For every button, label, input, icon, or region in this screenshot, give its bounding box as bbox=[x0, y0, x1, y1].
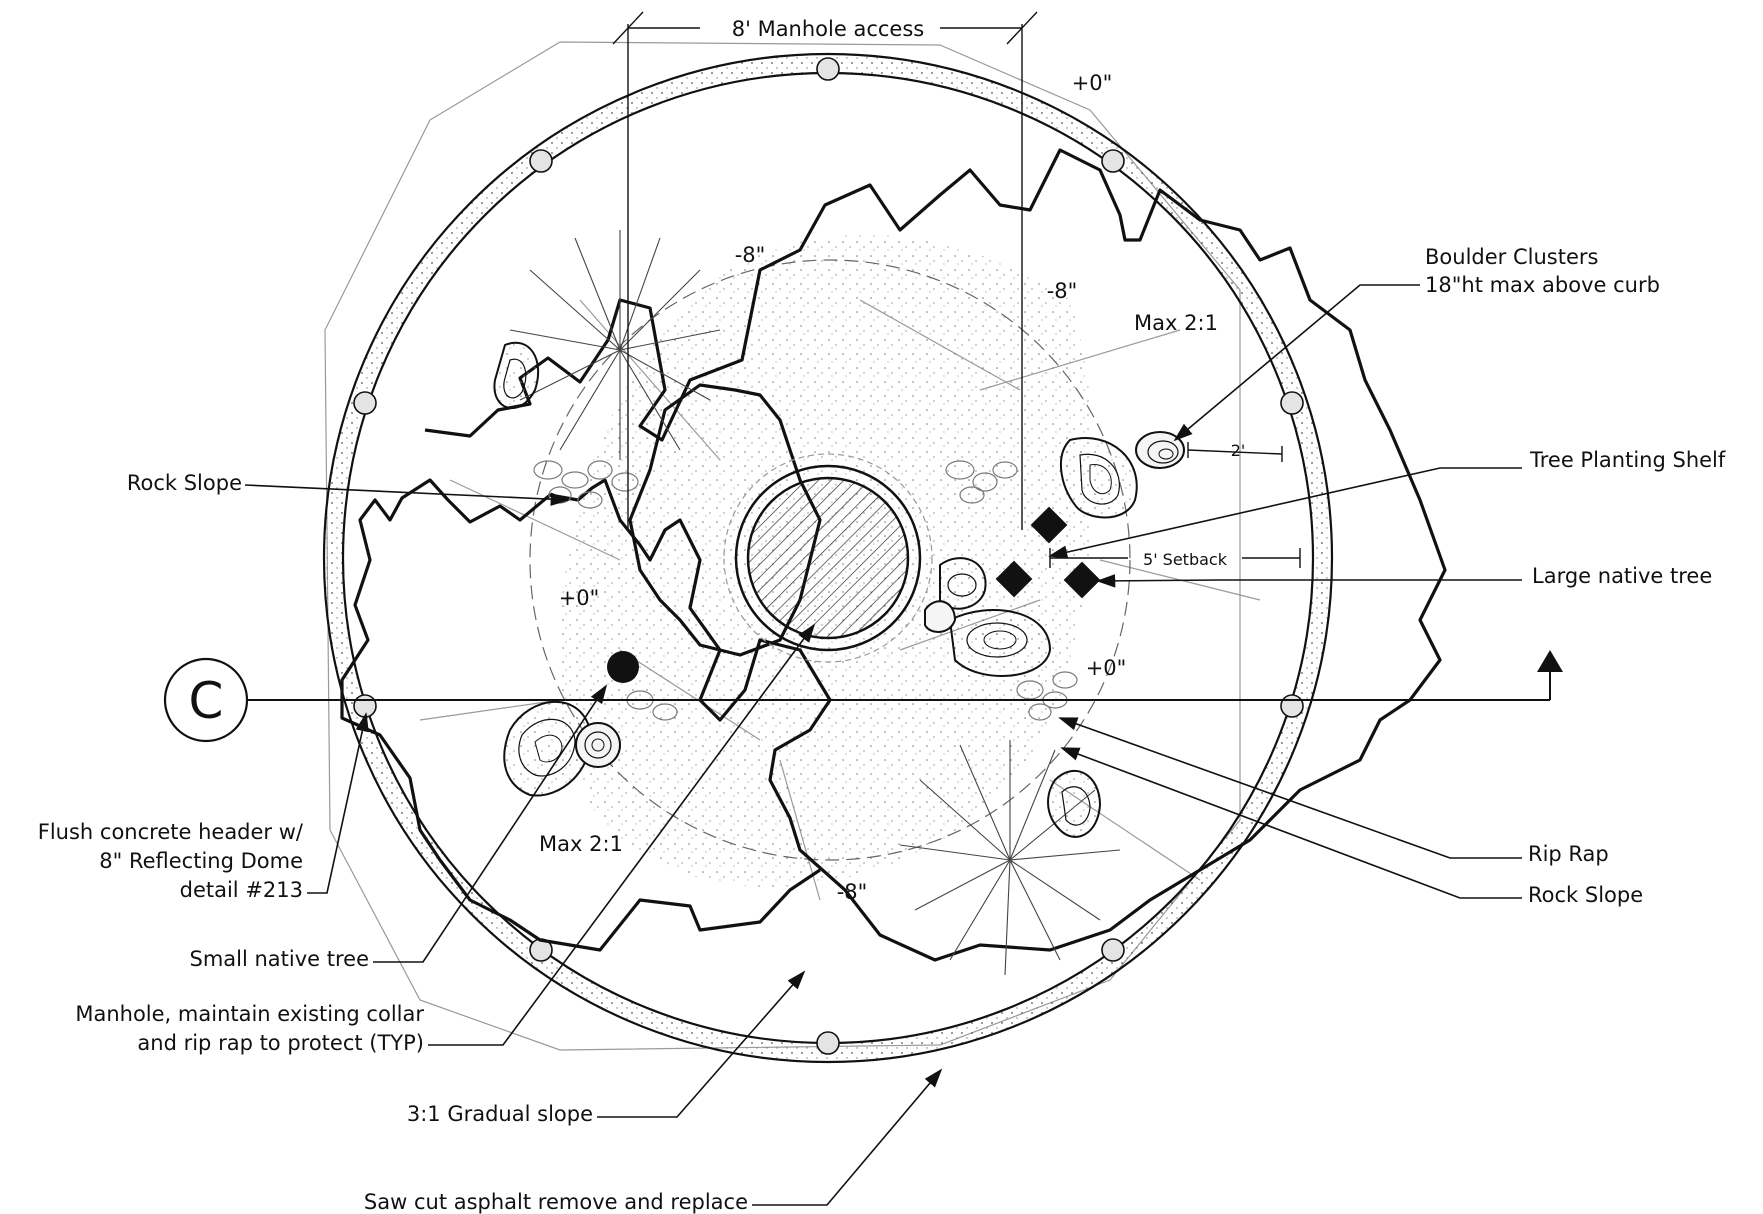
tree-symbol-lower bbox=[899, 740, 1121, 976]
flush-header-label-line1: Flush concrete header w/ bbox=[38, 820, 304, 844]
manhole bbox=[723, 453, 933, 663]
flush-header-label-line3: detail #213 bbox=[180, 878, 303, 902]
manhole-access-label: 8' Manhole access bbox=[732, 17, 924, 41]
gradual-slope-label: 3:1 Gradual slope bbox=[407, 1102, 593, 1126]
small-native-tree-marker bbox=[607, 651, 639, 683]
flush-header-label-line2: 8" Reflecting Dome bbox=[99, 849, 303, 873]
rip-rap-label: Rip Rap bbox=[1528, 842, 1609, 866]
saw-cut-outline bbox=[340, 148, 1447, 962]
saw-cut-label: Saw cut asphalt remove and replace bbox=[364, 1190, 748, 1214]
boulder-lower-right bbox=[1047, 769, 1102, 838]
setback-label: 5' Setback bbox=[1143, 550, 1228, 569]
boulder-clusters-label-line1: Boulder Clusters bbox=[1425, 245, 1598, 269]
elevation-bottom: -8" bbox=[837, 880, 868, 904]
boulder-spacing-dimension bbox=[1187, 442, 1283, 462]
elevation-upper-right: -8" bbox=[1047, 279, 1078, 303]
boulder-clusters-label-line2: 18"ht max above curb bbox=[1425, 273, 1660, 297]
slope-lower-label: Max 2:1 bbox=[539, 832, 623, 856]
boulder-right-large bbox=[1059, 437, 1138, 519]
manhole-access-dimension bbox=[612, 11, 1038, 530]
dim-2ft-label: 2' bbox=[1231, 441, 1246, 460]
rock-slope-left-label: Rock Slope bbox=[127, 471, 242, 495]
slope-upper-label: Max 2:1 bbox=[1134, 311, 1218, 335]
boulder-lower-left-large bbox=[503, 700, 592, 797]
section-marker-label: C bbox=[189, 672, 224, 730]
large-native-tree-markers bbox=[995, 506, 1101, 599]
elevation-top-right: +0" bbox=[1072, 71, 1113, 95]
boulder-center-right-3 bbox=[924, 600, 957, 633]
large-native-tree-label: Large native tree bbox=[1532, 564, 1712, 588]
boulder-center-right-1 bbox=[939, 557, 987, 610]
leader-lines bbox=[244, 284, 1522, 1206]
elevation-right: +0" bbox=[1086, 656, 1127, 680]
boulders bbox=[493, 341, 1185, 838]
boulder-lower-left-small bbox=[575, 722, 621, 768]
tree-symbol-upper bbox=[509, 230, 721, 460]
rock-slope-right-label: Rock Slope bbox=[1528, 883, 1643, 907]
elevation-left: +0" bbox=[559, 586, 600, 610]
section-line-c bbox=[163, 650, 1563, 743]
boulder-upper-left bbox=[493, 341, 540, 410]
manhole-label-line2: and rip rap to protect (TYP) bbox=[137, 1031, 424, 1055]
tree-planting-shelf-label: Tree Planting Shelf bbox=[1529, 448, 1726, 472]
small-native-tree-label: Small native tree bbox=[189, 947, 369, 971]
boulder-center-right-2 bbox=[948, 609, 1052, 677]
elevation-upper-left: -8" bbox=[735, 243, 766, 267]
manhole-label-line1: Manhole, maintain existing collar bbox=[75, 1002, 424, 1026]
boulder-right-small bbox=[1135, 431, 1185, 469]
